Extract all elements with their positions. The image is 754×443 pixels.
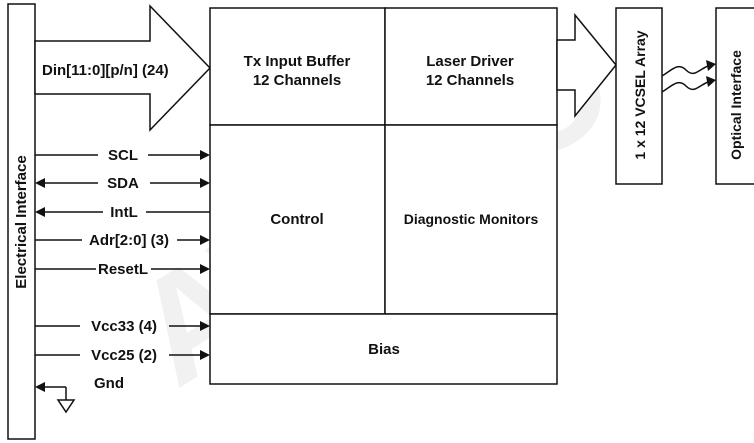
resetl-arrowhead <box>200 264 210 274</box>
adr-arrowhead <box>200 235 210 245</box>
gnd-label: Gnd <box>94 375 124 392</box>
laser-driver-block <box>384 7 558 126</box>
intl-label: IntL <box>110 204 138 221</box>
control-block <box>209 124 386 315</box>
resetl-label: ResetL <box>98 261 148 278</box>
adr-label: Adr[2:0] (3) <box>89 232 169 249</box>
laser-to-vcsel-arrow <box>556 12 617 119</box>
optical-signal-wave-1 <box>661 65 709 77</box>
optical-signal-wave-2 <box>661 81 709 93</box>
sda-arrowhead-right <box>200 178 210 188</box>
scl-label: SCL <box>108 147 138 164</box>
optical-interface-label: Optical Interface <box>728 50 744 160</box>
vcc25-arrowhead <box>200 350 210 360</box>
gnd-arrowhead <box>35 382 45 392</box>
tx-input-buffer-title: Tx Input Buffer <box>244 53 351 70</box>
bias-block <box>209 313 558 385</box>
din-bus-arrow <box>34 4 212 132</box>
vcc33-arrowhead <box>200 321 210 331</box>
vcsel-array-label: 1 x 12 VCSEL Array <box>632 30 648 159</box>
intl-arrowhead <box>35 207 45 217</box>
diagnostic-monitors-block <box>384 124 558 315</box>
diagnostic-monitors-label: Diagnostic Monitors <box>404 211 539 227</box>
laser-driver-title: Laser Driver <box>426 53 514 70</box>
sda-label: SDA <box>107 175 139 192</box>
vcc25-label: Vcc25 (2) <box>91 347 157 364</box>
optical-arrowhead-1 <box>706 60 716 71</box>
bias-label: Bias <box>368 341 400 358</box>
vcsel-array-block <box>615 7 663 185</box>
control-label: Control <box>270 211 323 228</box>
sda-arrowhead-left <box>35 178 45 188</box>
vcc33-label: Vcc33 (4) <box>91 318 157 335</box>
optical-interface-block <box>715 7 754 185</box>
tx-input-buffer-channels: 12 Channels <box>253 72 341 89</box>
din-bus-label: Din[11:0][p/n] (24) <box>42 62 169 79</box>
laser-driver-channels: 12 Channels <box>426 72 514 89</box>
scl-arrowhead <box>200 150 210 160</box>
ground-icon <box>56 399 76 414</box>
electrical-interface-label: Electrical Interface <box>13 155 30 288</box>
optical-arrowhead-2 <box>706 76 716 87</box>
electrical-interface-bar <box>7 3 36 440</box>
